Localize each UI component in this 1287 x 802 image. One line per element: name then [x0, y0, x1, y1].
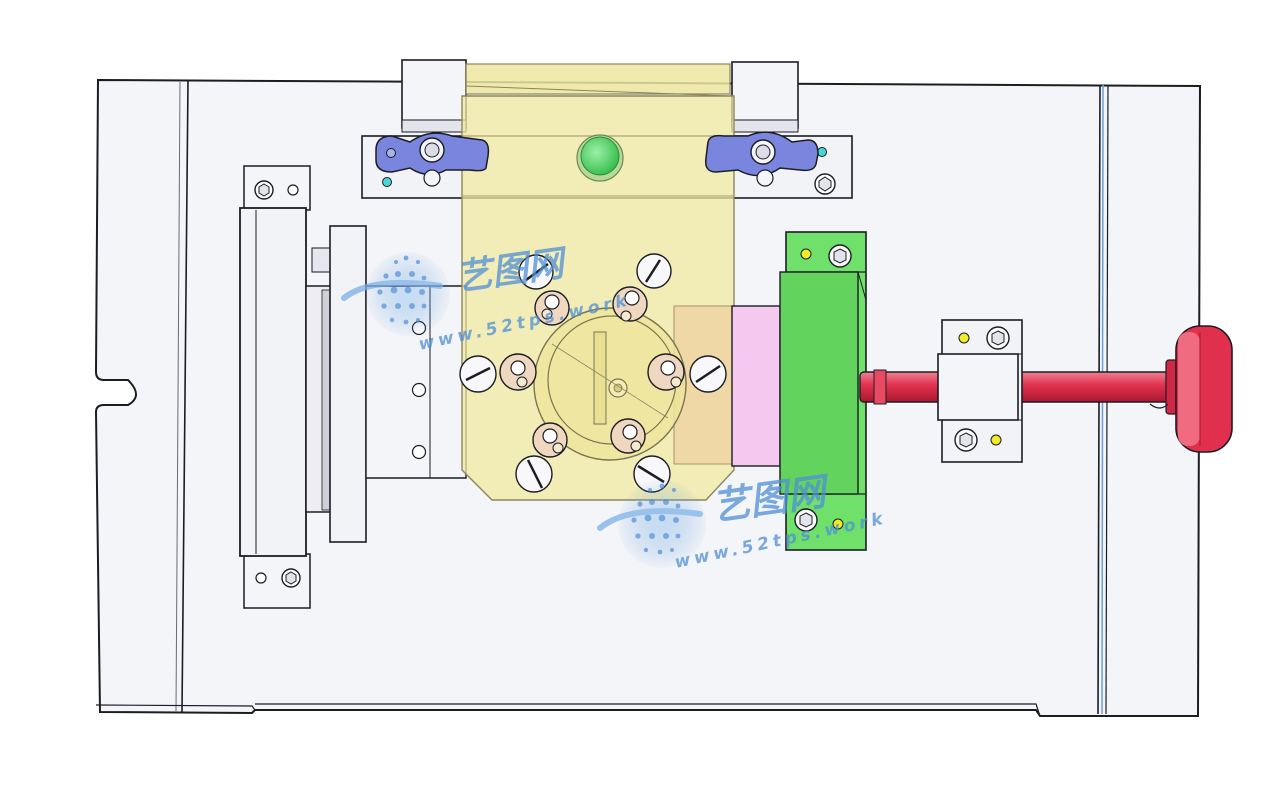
- yellow-workpiece-plate: [461, 63, 735, 501]
- screw-support-bracket: [937, 319, 1023, 463]
- clamp-stud: [647, 353, 727, 393]
- hex-socket-screw-icon: [814, 173, 836, 195]
- clamp-knob-icon: [750, 139, 776, 187]
- hex-socket-screw-icon: [254, 180, 274, 200]
- clamp-stud: [515, 422, 568, 493]
- clamp-stud: [518, 254, 570, 326]
- center-bore: [533, 307, 687, 461]
- hex-socket-screw-icon: [794, 508, 818, 532]
- clamp-stud: [612, 253, 672, 322]
- clamp-knob-icon: [419, 137, 445, 187]
- hex-socket-screw-icon: [954, 428, 978, 452]
- hex-socket-screw-icon: [828, 244, 852, 268]
- clamp-stud: [459, 353, 537, 393]
- hex-socket-screw-icon: [986, 326, 1010, 350]
- left-clamp-lever[interactable]: [375, 132, 490, 187]
- locating-pin-icon: [576, 134, 624, 182]
- hex-socket-screw-icon: [281, 568, 301, 588]
- handwheel-icon[interactable]: [1149, 325, 1233, 453]
- pusher-block: [731, 231, 867, 551]
- right-clamp-lever[interactable]: [704, 131, 819, 187]
- clamp-stud-ring: [459, 253, 727, 493]
